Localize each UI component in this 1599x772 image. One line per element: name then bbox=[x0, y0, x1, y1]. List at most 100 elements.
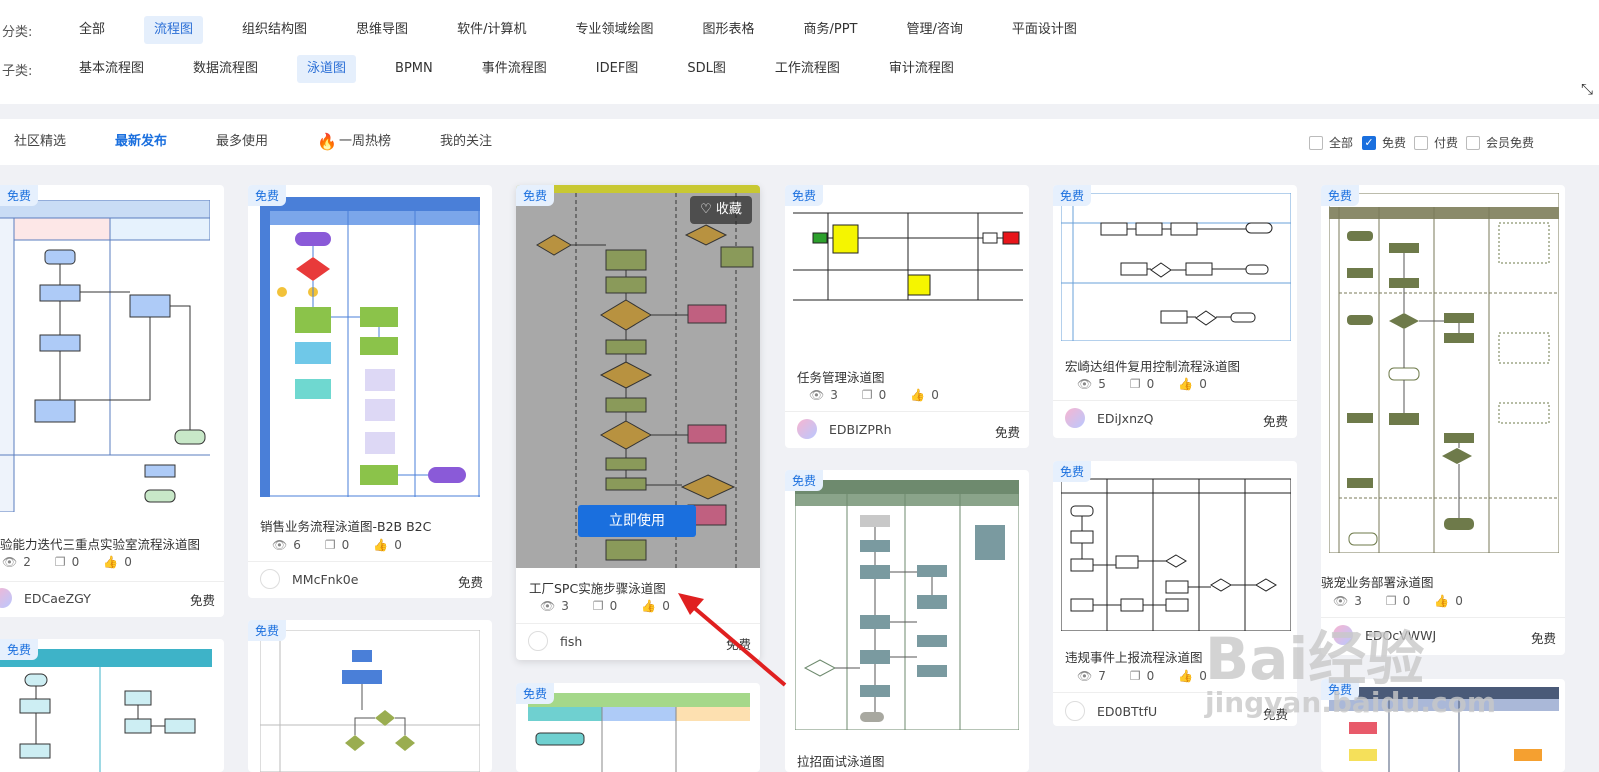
template-card[interactable]: 免费 bbox=[248, 620, 492, 772]
views-count: 3 bbox=[561, 599, 569, 613]
card-author[interactable]: EDBIZPRh bbox=[797, 419, 892, 439]
author-name: EDCaeZGY bbox=[24, 590, 91, 606]
card-title[interactable]: 骁宠业务部署泳道图 bbox=[1321, 575, 1434, 590]
category-graphic-table[interactable]: 图形表格 bbox=[702, 22, 755, 37]
card-author[interactable]: ED0BTtfU bbox=[1065, 701, 1157, 721]
checkbox-label: 免费 bbox=[1382, 136, 1407, 150]
subcategory-event[interactable]: 事件流程图 bbox=[481, 61, 547, 76]
views-stat: 👁3 bbox=[540, 599, 569, 613]
category-mindmap[interactable]: 思维导图 bbox=[356, 22, 409, 37]
subcategory-sdl[interactable]: SDL图 bbox=[687, 61, 726, 76]
category-business-ppt[interactable]: 商务/PPT bbox=[803, 22, 858, 37]
subcategory-audit[interactable]: 审计流程图 bbox=[888, 61, 954, 76]
template-card[interactable]: 免费 bbox=[516, 683, 760, 772]
category-professional[interactable]: 专业领域绘图 bbox=[575, 22, 654, 37]
diagram-thumbnail bbox=[260, 197, 480, 497]
template-card[interactable]: 免费 工厂SPC实施步骤泳道图 👁3 ❐0 👍0 fish 免费 bbox=[516, 185, 760, 660]
thumbs-up-icon: 👍 bbox=[103, 555, 119, 569]
category-org-chart[interactable]: 组织结构图 bbox=[242, 22, 308, 37]
template-card[interactable]: 免费 宏崎达组件复用控制流程泳道图 👁5 ❐0 👍0 EDiJxnzQ 免费 bbox=[1053, 185, 1297, 438]
category-flowchart[interactable]: 流程图 bbox=[144, 16, 204, 44]
tab-following[interactable]: 我的关注 bbox=[439, 134, 492, 149]
divider bbox=[248, 561, 492, 562]
expand-icon[interactable]: ⤡ bbox=[1580, 80, 1593, 98]
card-title[interactable]: 销售业务流程泳道图-B2B B2C bbox=[260, 519, 432, 534]
tab-weekly-hot[interactable]: 🔥一周热榜 bbox=[317, 119, 391, 165]
free-badge: 免费 bbox=[785, 185, 824, 206]
author-name: EDiJxnzQ bbox=[1097, 410, 1154, 426]
eye-icon: 👁 bbox=[2, 555, 18, 569]
tab-community[interactable]: 社区精选 bbox=[14, 134, 67, 149]
card-author[interactable]: fish bbox=[528, 631, 582, 651]
divider bbox=[516, 623, 760, 624]
copies-stat: ❐0 bbox=[1130, 377, 1154, 391]
copies-count: 0 bbox=[1146, 377, 1155, 391]
tab-latest[interactable]: 最新发布 bbox=[115, 134, 168, 149]
template-card[interactable]: 免费 骁宠业务部署泳道图 👁3 ❐0 👍0 bbox=[1321, 185, 1565, 655]
template-card[interactable]: 免费 bbox=[1321, 679, 1565, 772]
filter-all-checkbox[interactable]: 全部 bbox=[1309, 134, 1353, 151]
free-badge: 免费 bbox=[785, 470, 824, 491]
subcategory-swimlane[interactable]: 泳道图 bbox=[297, 55, 357, 83]
subcategory-idef[interactable]: IDEF图 bbox=[595, 61, 639, 76]
subcategory-bpmn[interactable]: BPMN bbox=[395, 61, 433, 76]
card-title[interactable]: 任务管理泳道图 bbox=[797, 370, 885, 385]
diagram-thumbnail bbox=[1329, 193, 1559, 553]
card-author[interactable]: EDiJxnzQ bbox=[1065, 408, 1153, 428]
avatar bbox=[1333, 625, 1353, 645]
template-card[interactable]: 免费 任务管理泳道图 👁3 ❐0 👍0 EDBIZPRh 免费 bbox=[785, 185, 1029, 448]
card-author[interactable]: MMcFnk0e bbox=[260, 569, 358, 589]
subcategory-workflow[interactable]: 工作流程图 bbox=[774, 61, 840, 76]
checkbox-box[interactable] bbox=[1309, 135, 1323, 150]
category-graphic-design[interactable]: 平面设计图 bbox=[1011, 22, 1077, 37]
use-now-button[interactable]: 立即使用 bbox=[578, 505, 696, 537]
card-title[interactable]: 拉招面试泳道图 bbox=[797, 754, 885, 769]
author-name: ED0BTtfU bbox=[1097, 703, 1158, 719]
avatar bbox=[797, 419, 817, 439]
diagram-thumbnail bbox=[795, 480, 1019, 730]
card-stats: 👁3 ❐0 👍0 bbox=[1333, 594, 1487, 608]
template-card[interactable]: 免费 违规事件上报流程泳道图 👁7 ❐0 👍0 ED0BTtfU 免费 bbox=[1053, 461, 1297, 726]
category-all[interactable]: 全部 bbox=[79, 22, 106, 37]
card-title[interactable]: 工厂SPC实施步骤泳道图 bbox=[529, 581, 666, 596]
divider bbox=[1053, 692, 1297, 693]
avatar bbox=[528, 631, 548, 651]
checkbox-box[interactable] bbox=[1414, 135, 1428, 150]
subcategory-dataflow[interactable]: 数据流程图 bbox=[193, 61, 259, 76]
diagram-thumbnail bbox=[1061, 193, 1291, 341]
template-card[interactable]: 免费 销售业务流程泳道图-B2B B2C 👁6 ❐0 👍0 MMcFnk0e 免… bbox=[248, 185, 492, 598]
views-stat: 👁3 bbox=[1333, 594, 1362, 608]
category-management[interactable]: 管理/咨询 bbox=[906, 22, 963, 37]
copies-count: 0 bbox=[1402, 594, 1411, 608]
copies-stat: ❐0 bbox=[1130, 669, 1154, 683]
template-card[interactable]: 免费 bbox=[0, 639, 224, 772]
divider bbox=[0, 581, 224, 582]
checkbox-box[interactable] bbox=[1466, 135, 1480, 150]
views-count: 3 bbox=[830, 388, 838, 402]
card-author[interactable]: EDCaeZGY bbox=[0, 588, 91, 608]
favorite-label: 收藏 bbox=[715, 202, 742, 217]
template-card[interactable]: 免费 验能力迭代三重点实验室流程泳道图 👁2 ❐0 👍0 EDCaeZGY 免费 bbox=[0, 185, 224, 617]
diagram-thumbnail bbox=[1061, 471, 1291, 631]
tab-most-used[interactable]: 最多使用 bbox=[216, 134, 269, 149]
card-title[interactable]: 宏崎达组件复用控制流程泳道图 bbox=[1065, 359, 1241, 374]
card-title[interactable]: 违规事件上报流程泳道图 bbox=[1065, 650, 1203, 665]
author-name: EDBIZPRh bbox=[829, 421, 892, 437]
free-badge: 免费 bbox=[248, 620, 287, 641]
filter-paid-checkbox[interactable]: 付费 bbox=[1414, 134, 1458, 151]
card-author[interactable]: EDOcVWWJ bbox=[1333, 625, 1436, 645]
likes-stat: 👍0 bbox=[1434, 594, 1463, 608]
card-stats: 👁3 ❐0 👍0 bbox=[540, 599, 694, 613]
subcategory-basic[interactable]: 基本流程图 bbox=[79, 61, 145, 76]
filter-member-free-checkbox[interactable]: 会员免费 bbox=[1466, 134, 1534, 151]
checkbox-box[interactable]: ✓ bbox=[1362, 135, 1376, 150]
card-stats: 👁7 ❐0 👍0 bbox=[1077, 669, 1231, 683]
favorite-button[interactable]: ♡ 收藏 bbox=[690, 196, 752, 224]
divider bbox=[1321, 617, 1565, 618]
category-software[interactable]: 软件/计算机 bbox=[457, 22, 527, 37]
card-title[interactable]: 验能力迭代三重点实验室流程泳道图 bbox=[0, 537, 201, 552]
filter-free-checkbox[interactable]: ✓ 免费 bbox=[1362, 134, 1406, 151]
copy-icon: ❐ bbox=[592, 599, 604, 613]
free-badge: 免费 bbox=[0, 185, 39, 206]
template-card[interactable]: 免费 拉招面试泳道图 bbox=[785, 470, 1029, 772]
